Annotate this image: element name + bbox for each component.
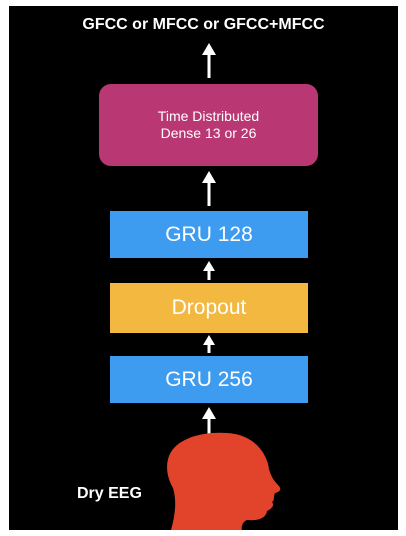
up-arrow-icon [202,43,216,78]
diagram-canvas: GFCC or MFCC or GFCC+MFCC [9,6,398,530]
input-label: Dry EEG [77,485,142,502]
output-label: GFCC or MFCC or GFCC+MFCC [82,16,325,33]
arrows-layer [167,43,281,530]
gru-128-label: GRU 128 [165,222,253,246]
gru-256-label: GRU 256 [165,367,253,391]
dropout-box: Dropout [110,283,308,333]
gru-256-box: GRU 256 [110,356,308,403]
dense-layer-box: Time Distributed Dense 13 or 26 [99,84,318,166]
up-arrow-icon [203,335,215,353]
human-head-profile-icon [167,432,281,530]
dense-layer-line1: Time Distributed [157,108,260,124]
up-arrow-icon [203,261,215,280]
dense-layer-line2: Dense 13 or 26 [160,125,257,141]
gru-128-box: GRU 128 [110,211,308,258]
dropout-label: Dropout [171,296,247,319]
up-arrow-icon [202,171,216,206]
